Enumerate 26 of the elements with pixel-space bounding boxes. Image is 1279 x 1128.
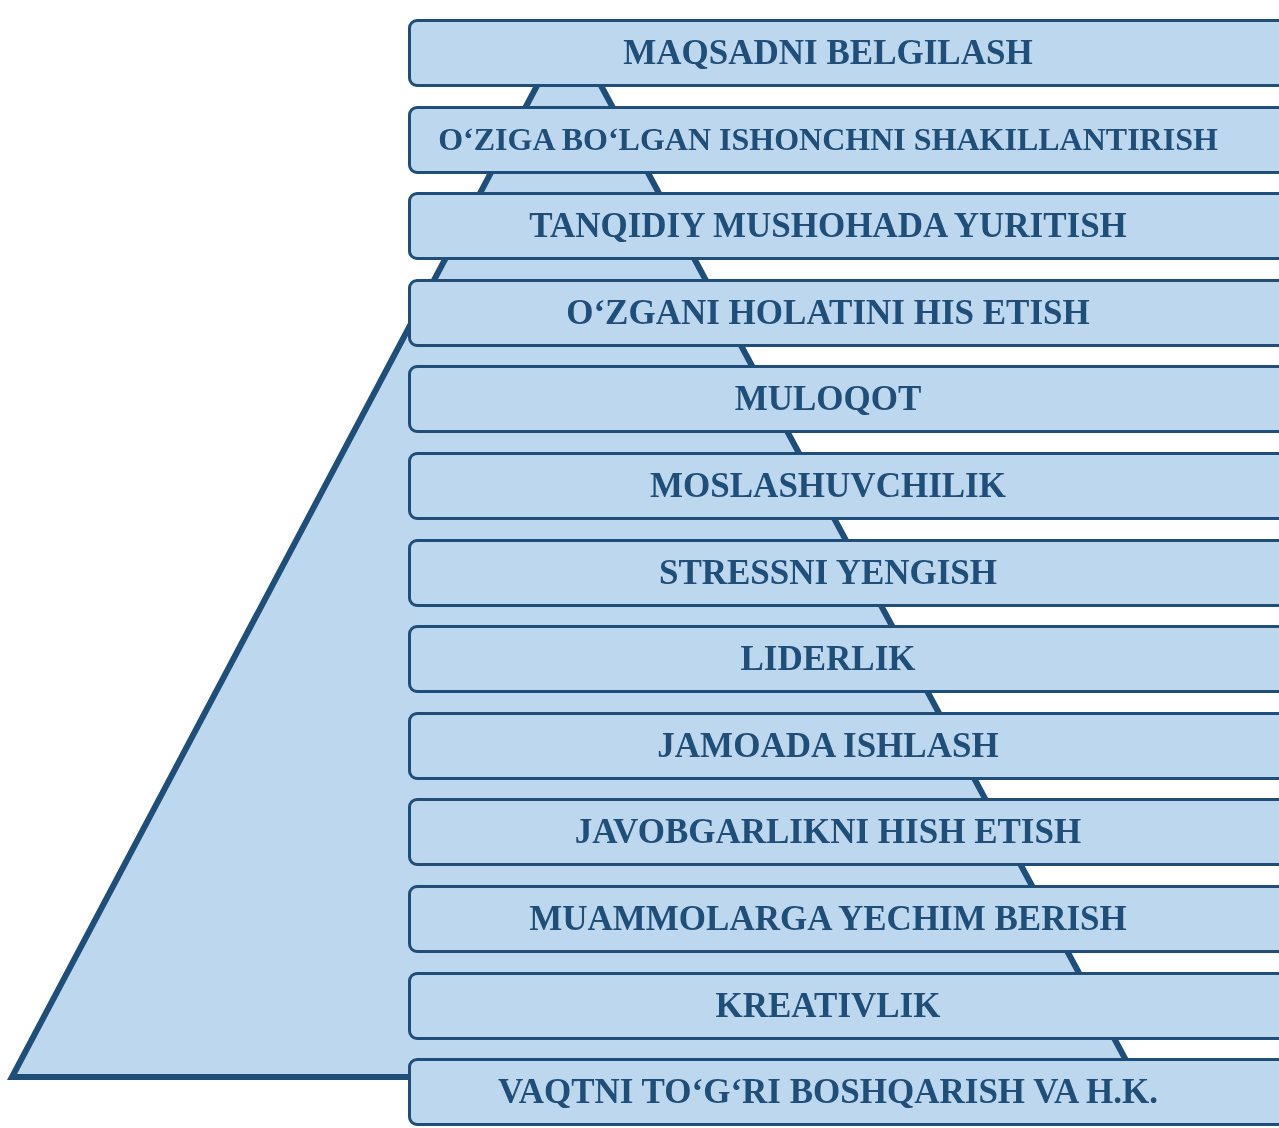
level-label: JAVOBGARLIKNI HISH ETISH — [574, 812, 1082, 853]
level-box — [408, 452, 1279, 520]
level-box — [408, 19, 1279, 87]
level-label: MUAMMOLARGA YECHIM BERISH — [529, 899, 1127, 939]
level-label: MAQSADNI BELGILASH — [623, 33, 1033, 73]
level-label: STRESSNI YENGISH — [658, 552, 998, 593]
level-label: O‘ZIGA BO‘LGAN ISHONCHNI SHAKILLANTIRISH — [438, 121, 1218, 159]
level-box — [408, 105, 1279, 174]
level-label: LIDERLIK — [740, 639, 916, 680]
level-box — [408, 971, 1279, 1040]
level-box — [408, 365, 1279, 434]
level-box — [408, 625, 1279, 694]
level-box — [408, 278, 1279, 347]
level-box — [408, 885, 1279, 953]
level-label: MOSLASHUVCHILIK — [650, 466, 1006, 506]
level-box — [408, 798, 1279, 867]
level-box — [408, 538, 1279, 607]
level-label: JAMOADA ISHLASH — [657, 725, 999, 766]
level-box — [408, 1058, 1279, 1127]
level-label: TANQIDIY MUSHOHADA YURITISH — [529, 206, 1127, 247]
level-label: VAQTNI TO‘G‘RI BOSHQARISH VA H.K. — [498, 1072, 1158, 1113]
level-label: KREATIVLIK — [715, 985, 941, 1026]
level-box — [408, 711, 1279, 780]
level-label: O‘ZGANI HOLATINI HIS ETISH — [566, 292, 1090, 333]
level-box — [408, 192, 1279, 261]
level-label: MULOQOT — [734, 379, 922, 420]
